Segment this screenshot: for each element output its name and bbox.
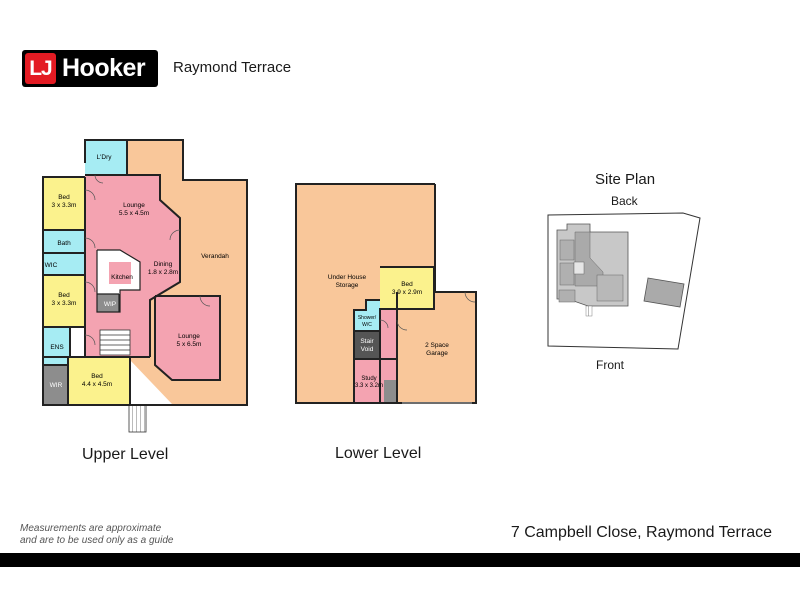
bed-3-label: Bed — [91, 373, 103, 380]
stair-void-label-1: Stair — [360, 338, 374, 345]
lower-bed-room — [380, 267, 434, 309]
upper-stairs — [99, 329, 131, 356]
storage-label-2: Storage — [336, 282, 359, 289]
site-house-footprint — [556, 223, 629, 317]
lower-walls — [295, 183, 477, 404]
disclaimer-line-2: and are to be used only as a guide — [20, 535, 174, 546]
lower-stairs-grey — [384, 380, 397, 403]
bed-2-size: 3 x 3.3m — [52, 300, 77, 307]
bed-2-label: Bed — [58, 292, 70, 299]
footer-bar — [0, 553, 800, 567]
kitchen-label: Kitchen — [111, 274, 133, 281]
garage-area — [397, 292, 476, 403]
wic-small-room — [60, 253, 85, 275]
logo-initials: LJ — [25, 53, 56, 84]
storage-label-1: Under House — [328, 274, 367, 281]
upper-door-swings — [84, 174, 211, 346]
wir-label: WIR — [50, 382, 63, 389]
dining-label: Dining — [154, 261, 173, 268]
bed-1-size: 3 x 3.3m — [52, 202, 77, 209]
wic-room — [43, 253, 60, 275]
bed-3-size: 4.4 x 4.5m — [82, 381, 112, 388]
entry-steps — [128, 404, 147, 433]
office-name: Raymond Terrace — [173, 59, 292, 76]
garage-label-1: 2 Space — [425, 342, 449, 349]
lounge-2-label: Lounge — [178, 333, 200, 340]
laundry-room — [85, 140, 127, 175]
upper-walls — [42, 139, 248, 406]
shower-wc-room — [354, 310, 380, 331]
wip-label: WIP — [104, 301, 116, 308]
logo-wordmark: Hooker — [62, 54, 146, 82]
bath-label: Bath — [57, 240, 71, 247]
study-size: 3.3 x 3.2m — [355, 383, 383, 389]
property-address: 7 Campbell Close, Raymond Terrace — [510, 524, 772, 541]
site-shed — [643, 277, 685, 308]
wic-label: WIC — [45, 262, 58, 269]
measurement-disclaimer: Measurements are approximate and are to … — [20, 523, 173, 547]
lounge-2-size: 5 x 6.5m — [177, 341, 202, 348]
lj-hooker-logo: LJ Hooker — [22, 50, 158, 87]
kitchen-bench — [109, 262, 131, 284]
verandah-label: Verandah — [201, 253, 229, 260]
study-label: Study — [361, 376, 376, 382]
stair-void — [354, 331, 380, 359]
ldry-label: L'Dry — [97, 154, 113, 161]
wip-room — [97, 294, 119, 312]
ens-label: ENS — [50, 344, 64, 351]
upper-level-label: Upper Level — [82, 446, 169, 463]
upper-level-plan: L'Dry Bed 3 x 3.3m Lounge 5.5 x 4.5m Bat… — [42, 139, 248, 433]
dining-size: 1.8 x 2.8m — [148, 269, 178, 276]
shower-step — [366, 300, 380, 310]
ensuite-room — [43, 327, 70, 365]
bath-room — [43, 230, 85, 253]
upper-inner-walls — [96, 249, 141, 313]
disclaimer-line-1: Measurements are approximate — [20, 523, 162, 534]
lounge-1-size: 5.5 x 4.5m — [119, 210, 149, 217]
site-plan-title: Site Plan — [595, 171, 656, 188]
bed-3-room — [68, 357, 130, 405]
site-plan-front: Front — [596, 358, 625, 372]
bed-1-room — [43, 177, 85, 230]
site-plan-back: Back — [611, 194, 638, 208]
bed-1-label: Bed — [58, 194, 70, 201]
stair-void-label-2: Void — [361, 346, 374, 353]
lower-level-plan: Under House Storage Bed 3.9 x 2.9m Showe… — [295, 183, 477, 404]
bed-2-room — [43, 275, 85, 327]
site-plan — [547, 212, 701, 350]
shower-label-2: W/C — [362, 322, 372, 328]
lower-bed-label: Bed — [401, 281, 413, 288]
lower-level-label: Lower Level — [335, 445, 422, 462]
lounge-1-label: Lounge — [123, 202, 145, 209]
shower-label-1: Shower/ — [358, 315, 377, 321]
lower-bed-size: 3.9 x 2.9m — [392, 289, 422, 296]
lounge-lower-area — [155, 296, 220, 380]
lower-door-swings — [379, 291, 476, 331]
wir-room — [43, 365, 68, 405]
garage-label-2: Garage — [426, 350, 448, 357]
